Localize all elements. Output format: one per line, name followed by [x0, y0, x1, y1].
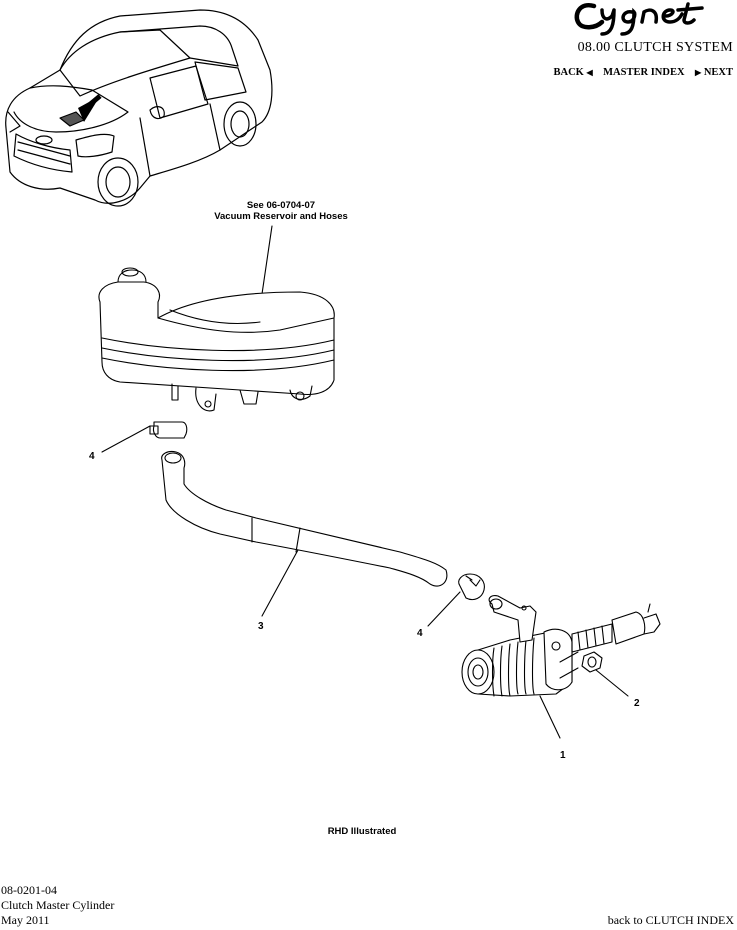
hose-clip-bottom — [427, 573, 485, 627]
doc-date: May 2011 — [1, 913, 50, 927]
left-triangle-icon: ◀ — [586, 68, 593, 77]
nut — [581, 651, 629, 697]
reference-note-line1: See 06-0704-07 — [246, 200, 316, 211]
clutch-hose — [161, 450, 448, 617]
cygnet-logo — [572, 0, 736, 38]
vacuum-reservoir — [98, 267, 335, 412]
next-label: NEXT — [703, 67, 733, 78]
document-info: 08-0201-04 Clutch Master Cylinder May 20… — [1, 883, 114, 928]
master-cylinder — [461, 595, 661, 739]
callout-4-top: 4 — [89, 451, 95, 462]
right-triangle-icon: ▶ — [695, 68, 702, 77]
reference-note: See 06-0704-07 Vacuum Reservoir and Hose… — [196, 200, 366, 222]
doc-number: 08-0201-04 — [1, 883, 57, 897]
back-label: BACK — [553, 67, 584, 78]
hose-clip-top — [101, 421, 188, 453]
doc-title: Clutch Master Cylinder — [1, 898, 115, 912]
callout-4-bottom: 4 — [417, 628, 423, 639]
back-link[interactable]: BACK ◀ — [554, 67, 593, 78]
master-index-link[interactable]: MASTER INDEX — [603, 67, 685, 78]
navigation-bar: BACK ◀ MASTER INDEX ▶ NEXT — [554, 67, 733, 78]
reference-note-line2: Vacuum Reservoir and Hoses — [214, 211, 348, 222]
section-title: 08.00 CLUTCH SYSTEM — [577, 40, 733, 55]
back-to-index-link[interactable]: back to CLUTCH INDEX — [607, 913, 734, 927]
callout-3: 3 — [258, 621, 264, 632]
illustration-note: RHD Illustrated — [327, 826, 397, 837]
callout-2: 2 — [634, 698, 640, 709]
next-link[interactable]: ▶ NEXT — [695, 67, 733, 78]
callout-1: 1 — [560, 750, 566, 761]
